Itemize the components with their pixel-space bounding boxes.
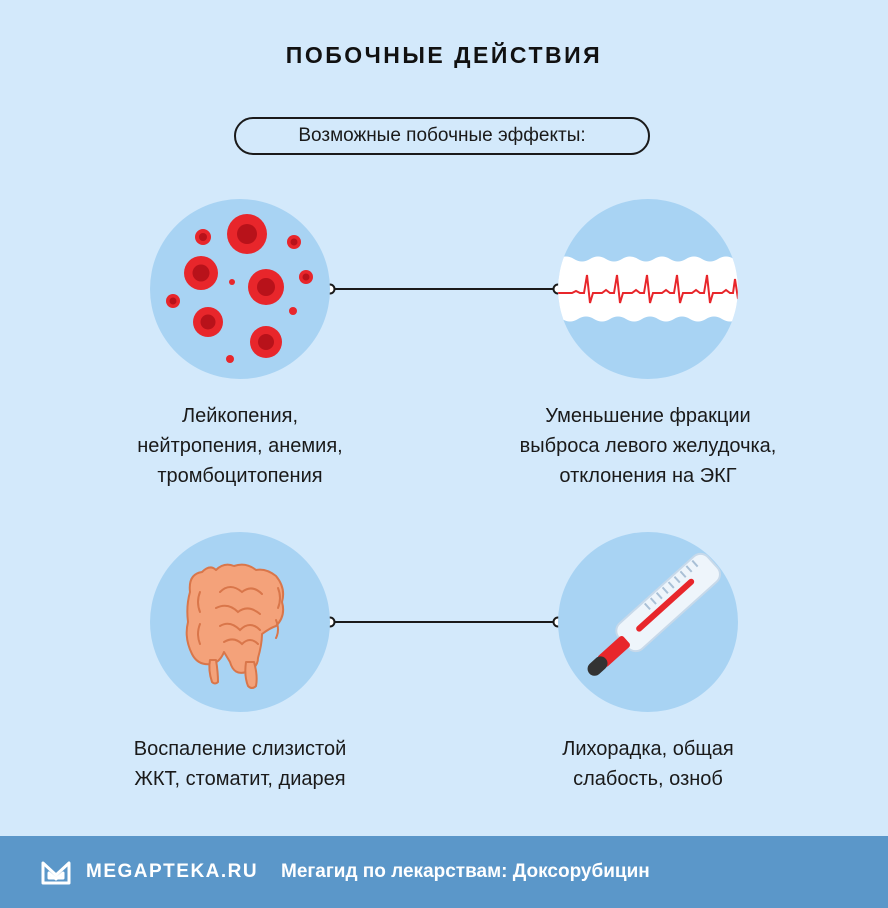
subtitle-pill: Возможные побочные эффекты:: [234, 117, 650, 155]
intestines-icon: [150, 532, 330, 712]
caption-line: отклонения на ЭКГ: [559, 465, 737, 487]
connector-top: [324, 283, 564, 295]
caption-line: выброса левого желудочка,: [519, 435, 777, 457]
brand-link[interactable]: MEGAPTEKA.RU: [86, 861, 259, 882]
caption-fever: Лихорадка, общая слабость, озноб: [468, 734, 828, 794]
footer-caption: Мегагид по лекарствам: Доксорубицин: [281, 861, 650, 882]
caption-line: Уменьшение фракции: [545, 405, 751, 427]
connector-bottom: [324, 616, 564, 628]
caption-blood: Лейкопения, нейтропения, анемия, тромбоц…: [60, 401, 420, 491]
caption-heart: Уменьшение фракции выброса левого желудо…: [468, 401, 828, 491]
caption-line: ЖКТ, стоматит, диарея: [134, 768, 346, 790]
caption-line: Воспаление слизистой: [133, 738, 347, 760]
blood-cells-icon: [150, 199, 330, 379]
thermometer-icon: [558, 532, 738, 712]
megapteka-logo-icon[interactable]: [40, 860, 72, 886]
caption-line: слабость, озноб: [573, 768, 723, 790]
caption-line: тромбоцитопения: [157, 465, 323, 487]
ecg-icon: [558, 199, 738, 379]
caption-line: нейтропения, анемия,: [137, 435, 343, 457]
footer-bar: MEGAPTEKA.RU Мегагид по лекарствам: Докс…: [0, 836, 888, 908]
caption-gi: Воспаление слизистой ЖКТ, стоматит, диар…: [60, 734, 420, 794]
caption-line: Лихорадка, общая: [562, 738, 734, 760]
page-title: ПОБОЧНЫЕ ДЕЙСТВИЯ: [285, 42, 603, 68]
caption-line: Лейкопения,: [181, 405, 299, 427]
